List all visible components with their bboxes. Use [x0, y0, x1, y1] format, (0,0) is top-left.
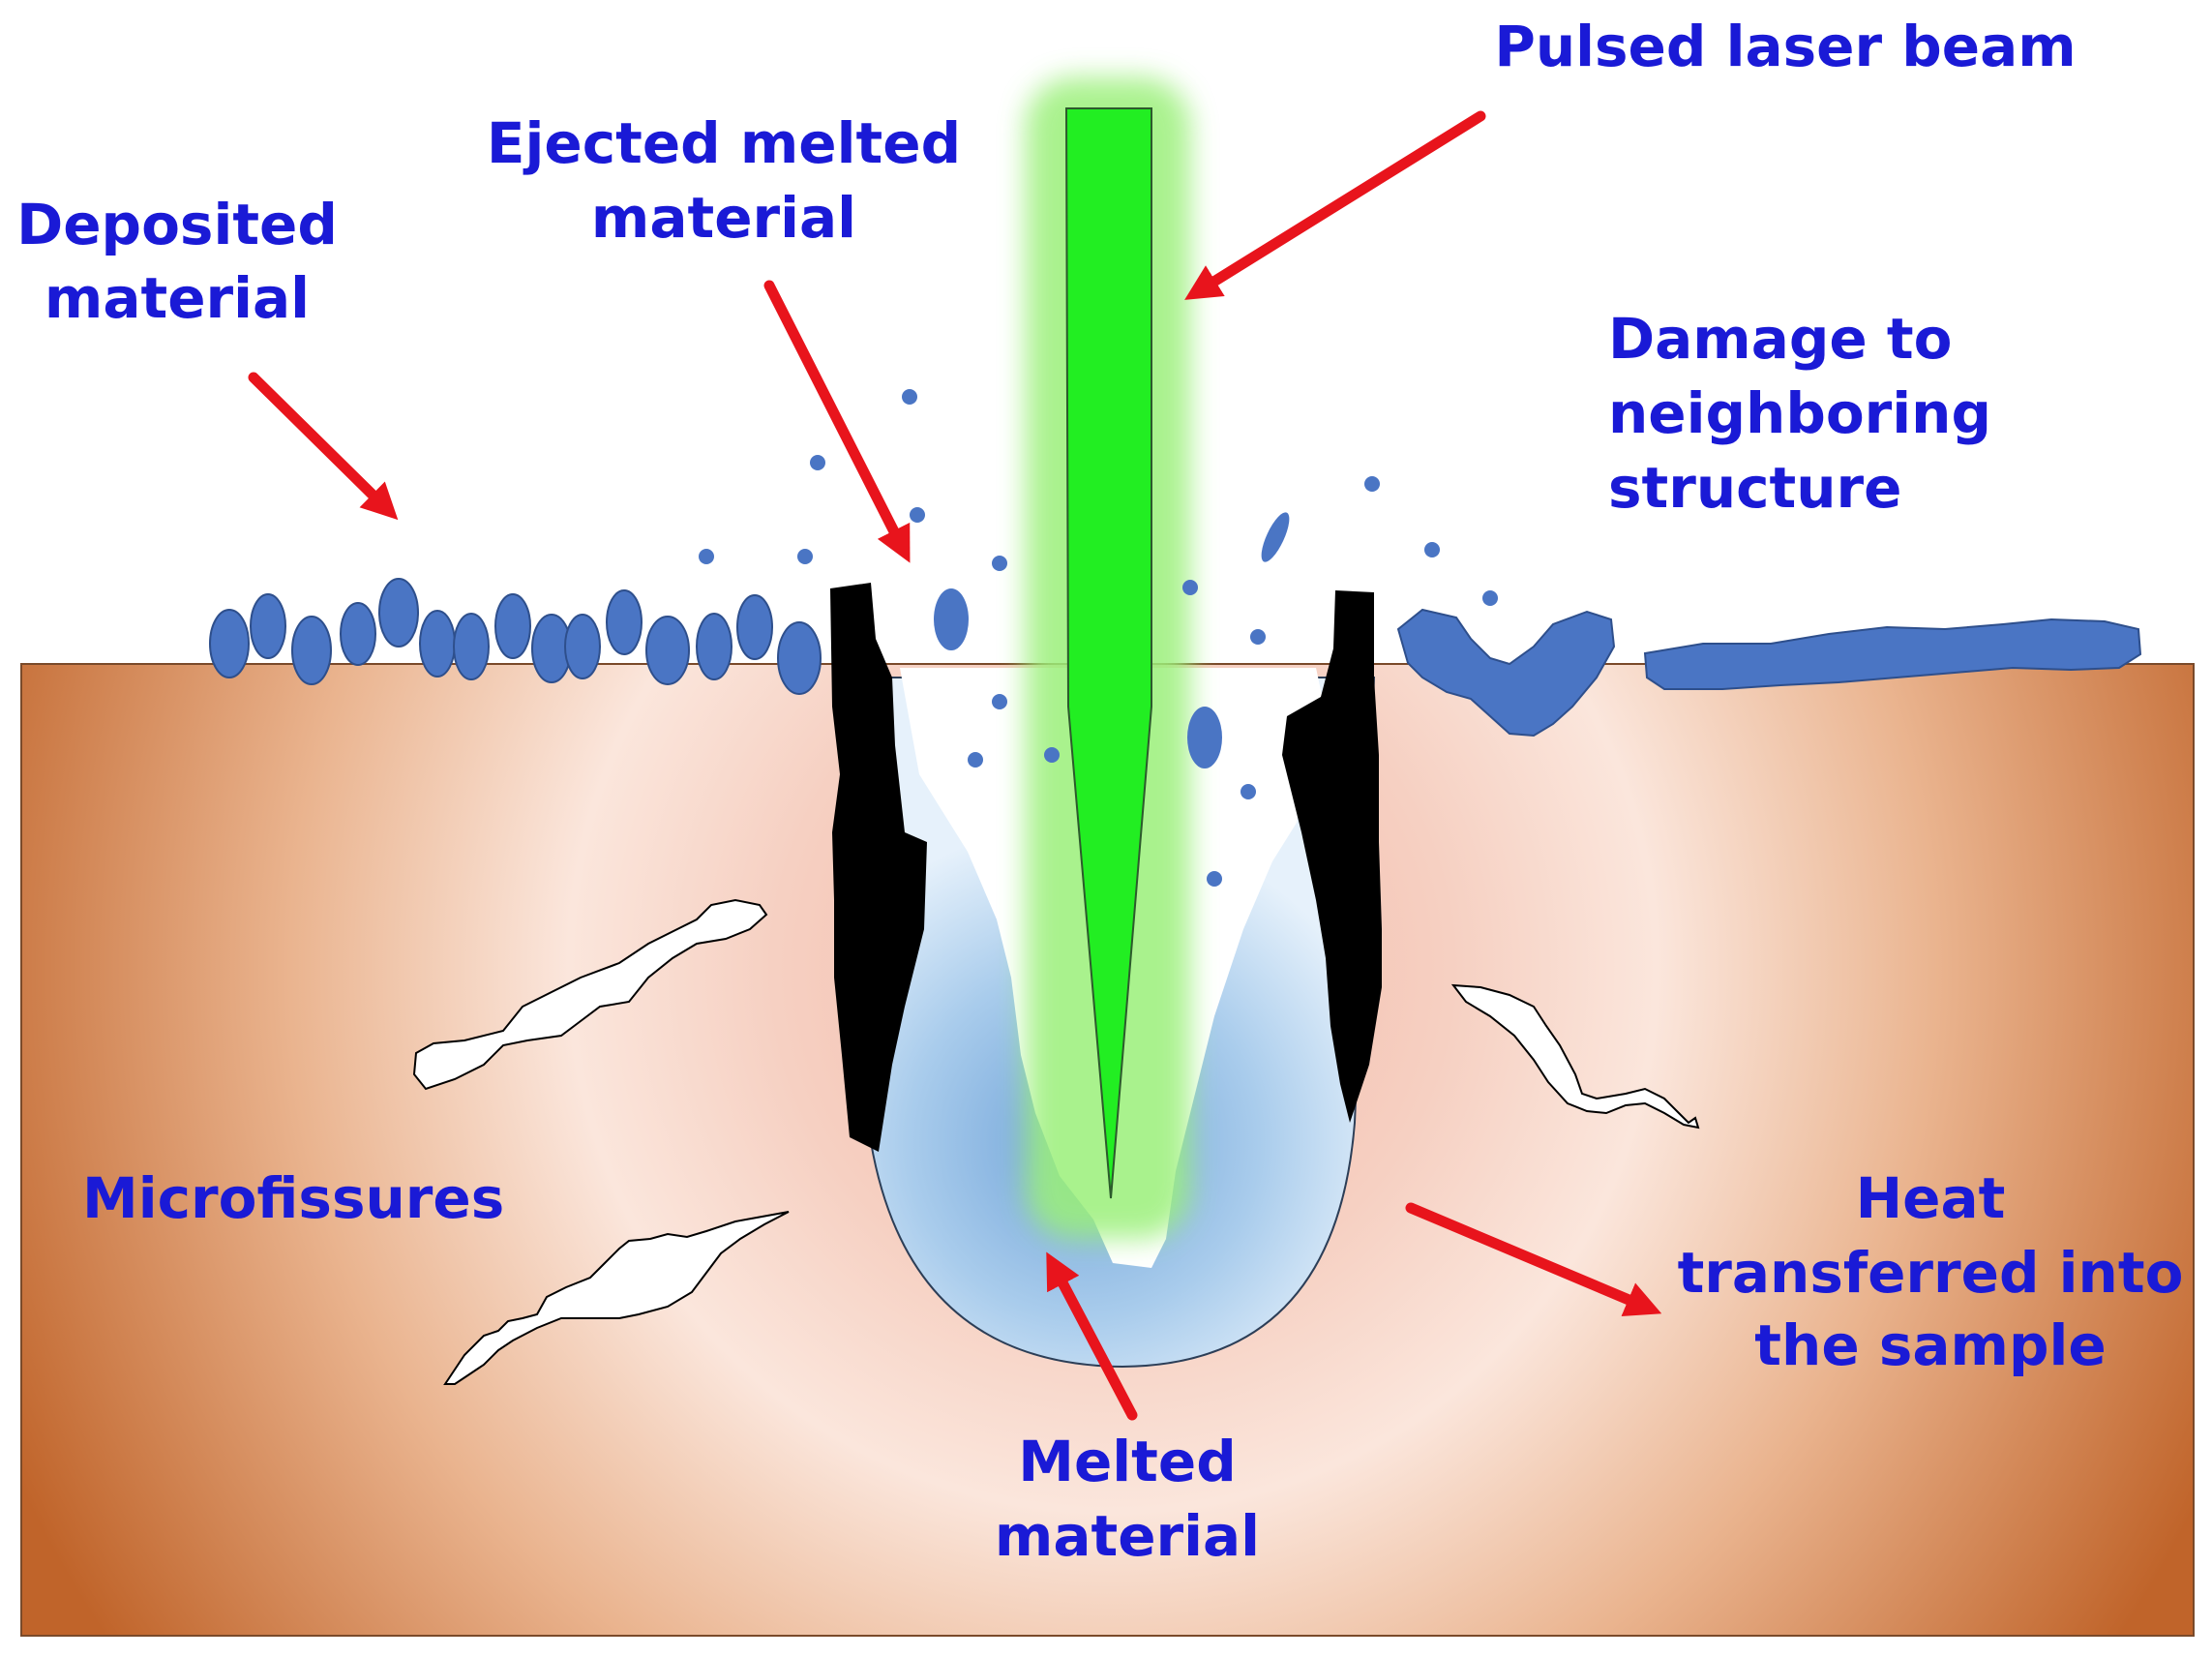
arrows	[248, 110, 1662, 1421]
laser-beam	[1064, 107, 1152, 1199]
arrow-deposited	[248, 372, 399, 521]
deposited-layer-right	[1643, 618, 2142, 690]
label-deposited-line2: material	[45, 265, 310, 331]
recast-layer-left	[830, 583, 927, 1152]
label-damage-line3: structure	[1608, 455, 1901, 521]
microfissure-2	[443, 1211, 790, 1385]
label-ejected-line1: Ejected melted	[487, 110, 961, 176]
deposited-material	[209, 578, 822, 695]
label-deposited-line1: Deposited	[16, 192, 338, 257]
label-heat-line3: the sample	[1754, 1312, 2106, 1378]
label-damage-line2: neighboring	[1608, 380, 1991, 446]
arrow-heat	[1405, 1202, 1662, 1316]
recast-layer-right	[1282, 590, 1382, 1123]
arrow-ejected	[763, 280, 911, 563]
label-ejected-line2: material	[591, 185, 856, 251]
label-melted-line2: material	[995, 1503, 1260, 1569]
label-pulsed-laser-beam: Pulsed laser beam	[1494, 14, 2076, 79]
ejected-droplets	[699, 389, 1498, 887]
label-heat-line1: Heat	[1856, 1165, 2006, 1231]
label-melted-line1: Melted	[1018, 1429, 1237, 1494]
arrow-laser	[1184, 110, 1486, 300]
label-damage-line1: Damage to	[1608, 306, 1952, 372]
damaged-structure	[1396, 608, 1616, 738]
arrow-melted	[1046, 1251, 1138, 1421]
microfissure-3	[1450, 983, 1700, 1130]
label-heat-line2: transferred into	[1678, 1240, 2184, 1306]
label-microfissures: Microfissures	[82, 1165, 504, 1231]
microfissure-1	[412, 898, 768, 1091]
